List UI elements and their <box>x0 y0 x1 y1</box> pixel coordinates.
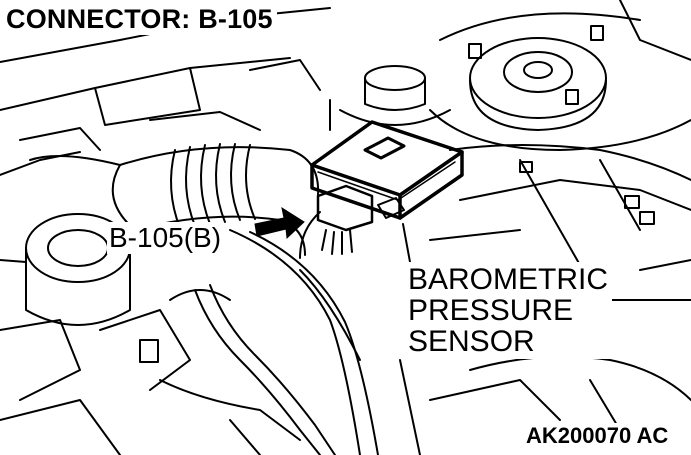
sensor-leader-line <box>402 223 411 263</box>
figure-reference-id: AK200070 AC <box>524 423 669 449</box>
component-label: BAROMETRIC PRESSURE SENSOR <box>406 262 613 359</box>
hoses <box>159 229 379 455</box>
connector-arrow <box>254 206 305 240</box>
engine-right-detail <box>399 144 691 455</box>
air-intake-duct <box>29 143 320 256</box>
component-label-line-2: PRESSURE <box>408 294 574 327</box>
connector-b-105 <box>299 184 405 259</box>
throttle-body <box>0 213 231 455</box>
connector-callout-label: B-105(B) <box>107 222 224 254</box>
barometric-pressure-sensor-body <box>310 120 464 220</box>
component-label-line-1: BAROMETRIC <box>408 263 609 296</box>
connector-title: CONNECTOR: B-105 <box>4 4 277 35</box>
component-label-line-3: SENSOR <box>408 325 535 358</box>
strut-tower <box>429 0 691 151</box>
reservoir <box>329 65 451 131</box>
